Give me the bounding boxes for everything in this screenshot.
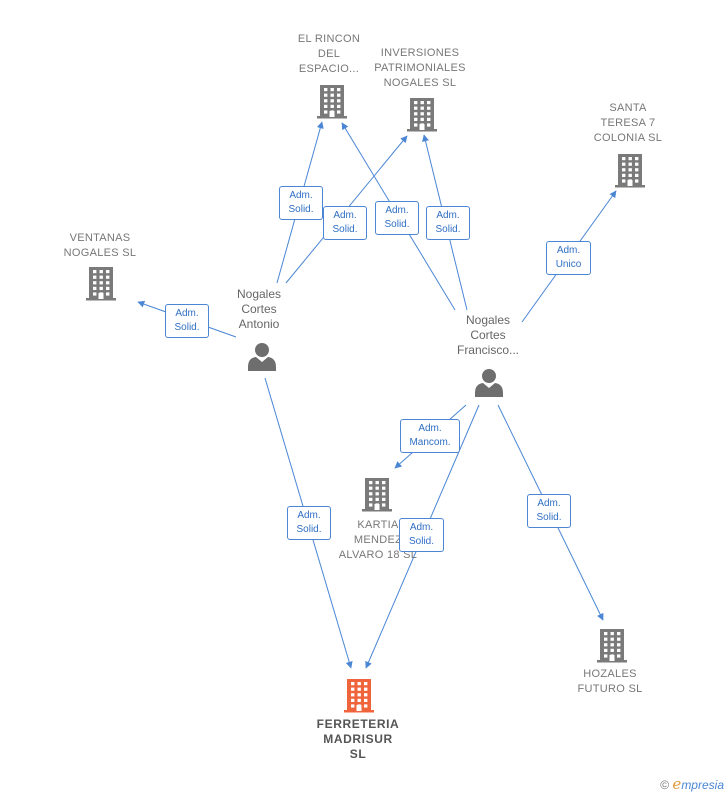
relation-box-antonio-inversiones[interactable]: Adm.Solid. bbox=[323, 206, 367, 240]
company-label-santa-teresa[interactable]: SANTA TERESA 7 COLONIA SL bbox=[593, 102, 663, 144]
nodes bbox=[86, 85, 645, 713]
copyright-icon: © bbox=[660, 778, 670, 792]
company-label-hozales[interactable]: HOZALES FUTURO SL bbox=[577, 668, 643, 695]
building-icon-ferreteria[interactable] bbox=[344, 679, 374, 713]
relation-box-francisco-ferreteria[interactable]: Adm.Solid. bbox=[399, 518, 444, 552]
building-icon-hozales[interactable] bbox=[597, 629, 627, 663]
company-label-el-rincon[interactable]: EL RINCON DEL ESPACIO... bbox=[297, 33, 361, 75]
person-label-francisco[interactable]: Nogales Cortes Francisco... bbox=[456, 313, 519, 357]
company-label-ferreteria[interactable]: FERRETERIA MADRISUR SL bbox=[316, 717, 400, 761]
company-label-inversiones[interactable]: INVERSIONES PATRIMONIALES NOGALES SL bbox=[374, 47, 466, 89]
relation-box-francisco-inversiones[interactable]: Adm.Solid. bbox=[426, 206, 470, 240]
relation-box-antonio-ventanas[interactable]: Adm.Solid. bbox=[165, 304, 209, 338]
person-label-antonio[interactable]: Nogales Cortes Antonio bbox=[236, 287, 282, 331]
person-icon-francisco[interactable] bbox=[475, 369, 503, 397]
company-label-kartia[interactable]: KARTIA MENDEZ ALVARO 18 SL bbox=[338, 519, 418, 561]
building-icon-ventanas[interactable] bbox=[86, 267, 116, 301]
relation-box-antonio-rincon[interactable]: Adm.Solid. bbox=[279, 186, 323, 220]
empresia-logo: © empresia bbox=[660, 775, 724, 793]
building-icon-inversiones[interactable] bbox=[407, 98, 437, 132]
person-icon-antonio[interactable] bbox=[248, 343, 276, 371]
relation-box-francisco-rincon[interactable]: Adm.Solid. bbox=[375, 201, 419, 235]
building-icon-santa-teresa[interactable] bbox=[615, 154, 645, 188]
company-label-ventanas[interactable]: VENTANAS NOGALES SL bbox=[63, 232, 137, 259]
relation-box-antonio-ferreteria[interactable]: Adm.Solid. bbox=[287, 506, 331, 540]
building-icon-kartia[interactable] bbox=[362, 478, 392, 512]
relation-box-francisco-santa[interactable]: Adm.Unico bbox=[546, 241, 591, 275]
relation-box-francisco-hozales[interactable]: Adm.Solid. bbox=[527, 494, 571, 528]
relation-box-francisco-kartia[interactable]: Adm.Mancom. bbox=[400, 419, 460, 453]
building-icon-el-rincon[interactable] bbox=[317, 85, 347, 119]
